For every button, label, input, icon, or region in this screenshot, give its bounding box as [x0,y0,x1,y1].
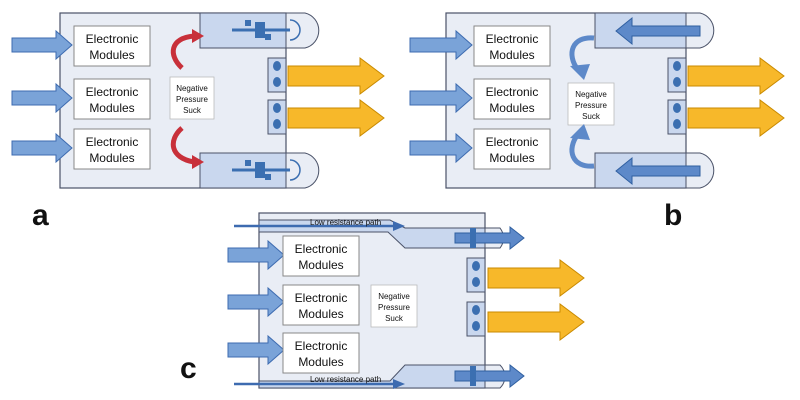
svg-text:Low resistance path: Low resistance path [310,375,381,384]
inlet-arrow [409,82,473,114]
rear-fan-stack [267,57,287,135]
inlet-arrow [409,132,473,164]
reverse-flow-arrow [615,16,701,46]
reverse-flow-arrow [615,156,701,186]
svg-text:Electronic: Electronic [86,32,139,46]
svg-text:Negative: Negative [575,90,607,99]
inlet-arrows [227,239,285,366]
panel-letter: b [664,199,682,232]
svg-text:Pressure: Pressure [176,95,209,104]
svg-text:Electronic: Electronic [86,135,139,149]
svg-text:Electronic: Electronic [486,135,539,149]
svg-text:Modules: Modules [489,48,534,62]
svg-text:Modules: Modules [89,151,134,165]
module-box: Electronic Modules [282,235,360,277]
svg-text:Negative: Negative [378,292,410,301]
module-box: Electronic Modules [473,128,551,170]
module-box: Electronic Modules [73,128,151,170]
bypass-channel-top: Low resistance path [234,218,525,251]
recirculation-arrow [170,126,195,165]
svg-text:Modules: Modules [298,355,343,369]
svg-text:Electronic: Electronic [86,85,139,99]
bypass-exit-arrow [454,363,525,389]
rear-fan-stack [466,257,486,337]
inlet-arrow [227,334,285,366]
module-box: Electronic Modules [73,78,151,120]
bypass-channel-bottom: Low resistance path [234,363,525,389]
inlet-arrow [227,286,285,318]
svg-text:Modules: Modules [298,258,343,272]
inlet-arrow [11,132,73,164]
exhaust-arrow [287,99,385,137]
svg-text:Pressure: Pressure [378,303,411,312]
exhaust-arrow [487,259,585,297]
inlet-arrow [11,82,73,114]
fan-icon [232,19,301,41]
plenum-top [594,12,715,49]
svg-text:Modules: Modules [489,101,534,115]
exhaust-arrow [687,99,785,137]
svg-text:Suck: Suck [582,112,601,121]
bypass-exit-arrow [454,225,525,251]
svg-text:Electronic: Electronic [295,242,348,256]
module-box: Electronic Modules [473,25,551,67]
panel-letter: c [180,352,197,385]
svg-text:Electronic: Electronic [295,291,348,305]
exhaust-arrow [287,57,385,95]
svg-text:Modules: Modules [298,307,343,321]
svg-text:Electronic: Electronic [486,32,539,46]
module-box: Electronic Modules [282,284,360,326]
svg-text:Modules: Modules [89,48,134,62]
negative-pressure-note: Negative Pressure Suck [567,82,615,126]
svg-text:Low resistance path: Low resistance path [310,218,381,227]
svg-text:Modules: Modules [489,151,534,165]
plenum-bottom [199,152,320,189]
rear-fan-stack [667,57,687,135]
exhaust-arrow [687,57,785,95]
module-box: Electronic Modules [73,25,151,67]
module-box: Electronic Modules [282,332,360,374]
fan-icon [232,159,301,181]
negative-pressure-note: Negative Pressure Suck [370,284,418,328]
recirculation-arrow [170,33,195,70]
svg-text:Electronic: Electronic [486,85,539,99]
inlet-arrows [409,29,473,164]
svg-text:Negative: Negative [176,84,208,93]
plenum-bottom [594,152,715,189]
negative-pressure-note: Negative Pressure Suck [169,76,215,120]
svg-text:Pressure: Pressure [575,101,608,110]
svg-text:Suck: Suck [385,314,404,323]
svg-text:Modules: Modules [89,101,134,115]
inlet-arrows [11,29,73,164]
panel-letter: a [32,199,49,232]
panel-a: Electronic Modules Electronic Modules El… [11,12,385,232]
inlet-arrow [227,239,285,271]
panel-c: Low resistance path Low resistance path [180,212,585,389]
exhaust-arrow [487,303,585,341]
inlet-arrow [11,29,73,61]
svg-text:Electronic: Electronic [295,339,348,353]
plenum-top [199,12,320,49]
panel-b: Electronic Modules Electronic Modules El… [409,12,785,232]
inlet-arrow [409,29,473,61]
svg-text:Suck: Suck [183,106,202,115]
module-box: Electronic Modules [473,78,551,120]
